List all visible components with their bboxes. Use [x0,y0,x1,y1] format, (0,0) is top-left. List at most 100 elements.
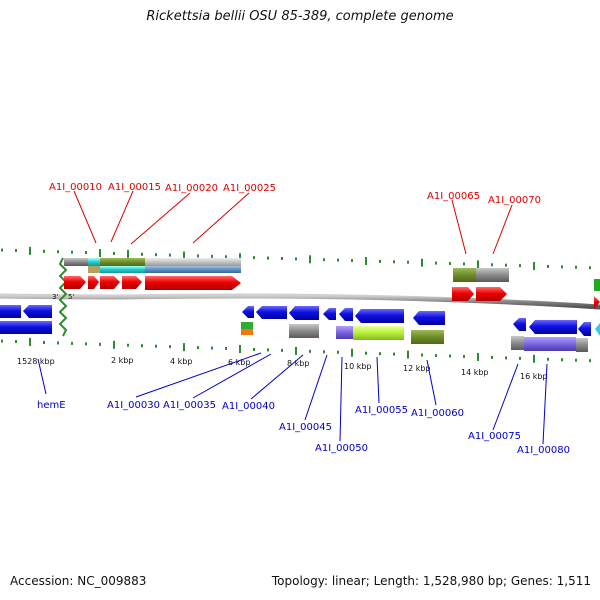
leader-line [135,352,262,398]
leader-line [339,356,343,442]
feature-bars-top [64,258,600,291]
leader-line [110,190,134,243]
scale-label: 4 kbp [170,357,192,366]
feature-bar [145,258,241,266]
gene-arrow-forward [122,276,142,289]
scale-labels: 1528 kbp 2 kbp 4 kbp 6 kbp 8 kbp 10 kbp … [17,356,548,381]
gene-label: A1I_00065 [427,191,480,202]
feature-bar [64,258,88,266]
feature-bar [289,324,319,338]
gene-arrow-reverse [529,320,577,334]
gene-label: A1I_00050 [315,443,368,454]
gene-label: A1I_00030 [107,400,160,411]
strand-label-3prime: 3' [52,293,58,301]
leader-line [192,353,272,399]
gene-label: A1I_00015 [108,182,161,193]
genome-summary-text: Topology: linear; Length: 1,528,980 bp; … [271,574,591,588]
map-title: Rickettsia bellii OSU 85-389, complete g… [146,9,454,24]
gene-arrow-reverse [0,305,21,318]
gene-label: A1I_00045 [279,422,332,433]
feature-bar [100,258,145,266]
gene-arrow-reverse [289,306,319,320]
feature-bar [353,326,404,340]
leader-line [426,359,437,406]
gene-arrow-forward [88,276,99,289]
gene-arrow-reverse [323,308,336,320]
scale-label: 12 kbp [403,364,431,373]
gene-arrow-forward [100,276,120,289]
feature-bar [241,322,253,329]
leader-line [492,363,519,431]
gene-arrow-reverse [513,318,526,331]
scale-label: 2 kbp [111,356,133,365]
bottom-gene-leaders [37,352,548,445]
origin-zigzag [58,257,68,337]
feature-bar [336,326,353,339]
feature-bar [88,266,100,273]
scale-label: 14 kbp [461,368,489,377]
gene-label: A1I_00075 [468,431,521,442]
gene-arrow-forward [145,276,241,290]
leader-line [130,192,191,245]
feature-bar [476,268,509,282]
gene-label: A1I_00040 [222,401,275,412]
scale-track-bottom [1,338,591,363]
leader-line [37,358,47,395]
gene-arrow-forward [64,276,86,289]
top-gene-leaders [73,190,513,255]
scale-label: 10 kbp [344,362,372,371]
feature-bars-bottom [241,322,588,352]
gene-arrow-forward [452,287,474,301]
scale-label: 1528 kbp [17,357,55,366]
leader-line [73,190,97,244]
scale-label: 6 kbp [228,358,250,367]
gene-arrow-reverse [413,311,445,325]
feature-bar [411,330,444,344]
gene-label: A1I_00055 [355,405,408,416]
strand-label-5prime: 5' [68,293,74,301]
gene-label: A1I_00080 [517,445,570,456]
scale-track-top [1,246,591,271]
feature-bar [100,266,145,273]
leader-line [492,204,513,255]
gene-arrow-reverse [23,305,52,318]
feature-bar [511,336,524,350]
feature-bar [241,329,253,335]
bottom-gene-labels: hemE A1I_00030 A1I_00035 A1I_00040 A1I_0… [37,400,570,456]
gene-arrow-reverse [0,321,52,334]
scale-label: 16 kbp [520,372,548,381]
feature-bar [524,337,576,351]
gene-arrow-reverse [578,322,591,336]
gene-label: A1I_00070 [488,195,541,206]
top-gene-labels: A1I_00010 A1I_00015 A1I_00020 A1I_00025 … [49,182,541,206]
leader-line [542,363,548,445]
feature-bar [594,279,600,291]
gene-label: hemE [37,400,66,411]
gene-label: A1I_00060 [411,408,464,419]
gene-label: A1I_00010 [49,182,102,193]
feature-bar [88,258,100,266]
gene-arrow-reverse [595,323,600,336]
feature-bar [145,266,241,273]
reverse-genes [0,305,600,336]
feature-bar [453,268,476,282]
leader-line [376,356,380,404]
accession-text: Accession: NC_009883 [10,574,147,588]
genome-backbone [0,293,600,310]
gene-arrow-reverse [355,309,404,323]
leader-line [451,199,467,255]
gene-arrow-forward [594,296,600,309]
gene-arrow-reverse [242,306,254,318]
leader-line [250,354,304,400]
leader-line [192,192,250,244]
gene-label: A1I_00035 [163,400,216,411]
gene-arrow-reverse [339,308,353,321]
gene-arrow-reverse [256,306,287,319]
gene-arrow-forward [476,287,507,301]
scale-label: 8 kbp [287,359,309,368]
gene-label: A1I_00025 [223,183,276,194]
feature-bar [576,338,588,352]
gene-label: A1I_00020 [165,183,218,194]
